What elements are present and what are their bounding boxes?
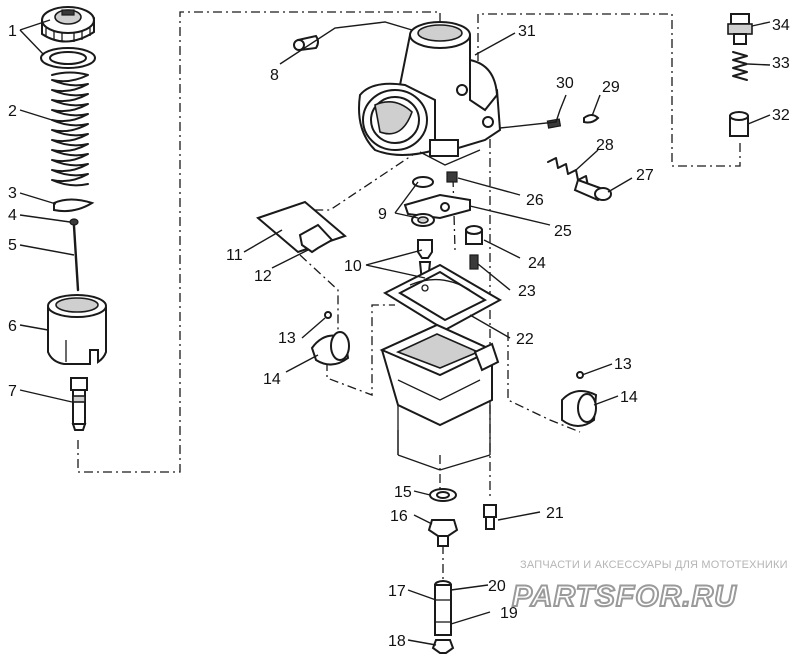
callout-27: 27 <box>636 167 654 184</box>
part-30-screw <box>546 118 562 129</box>
part-4-e-clip <box>69 218 79 226</box>
callout-30: 30 <box>556 75 574 92</box>
part-18-nut <box>431 639 455 654</box>
part-3-clip-plate <box>53 198 95 213</box>
callout-24: 24 <box>528 255 546 272</box>
part-28-spring <box>547 157 589 187</box>
callout-3: 3 <box>8 185 17 202</box>
part-2-spring <box>51 71 89 187</box>
part-33-spring <box>732 51 748 81</box>
callout-28: 28 <box>596 137 614 154</box>
callout-11: 11 <box>226 247 243 264</box>
part-1-cap <box>41 6 95 43</box>
part-14-cap-left <box>310 331 350 366</box>
callout-19: 19 <box>500 605 518 622</box>
part-26-washer <box>412 171 458 188</box>
callout-29: 29 <box>602 79 620 96</box>
callout-15: 15 <box>394 484 412 501</box>
part-29-screw <box>583 114 600 124</box>
callout-7: 7 <box>8 383 17 400</box>
callout-4: 4 <box>8 207 17 224</box>
callout-6: 6 <box>8 318 17 335</box>
callout-17: 17 <box>388 583 406 600</box>
part-32-sleeve <box>729 111 749 137</box>
watermark: ЗАПЧАСТИ И АКСЕССУАРЫ ДЛЯ МОТОТЕХНИКИ PA… <box>511 559 788 614</box>
callout-23: 23 <box>518 283 536 300</box>
callout-5: 5 <box>8 237 17 254</box>
callout-12: 12 <box>254 268 272 285</box>
callout-13-left: 13 <box>278 330 296 347</box>
part-24-jet <box>465 225 483 245</box>
callout-26: 26 <box>526 192 544 209</box>
callout-10: 10 <box>344 258 362 275</box>
callout-21: 21 <box>546 505 564 522</box>
part-9-washer <box>411 213 435 227</box>
part-15-washer <box>429 488 457 502</box>
callout-1: 1 <box>8 23 17 40</box>
part-23-jet <box>469 254 479 270</box>
callout-31: 31 <box>518 23 536 40</box>
part-6-throttle-valve <box>47 294 107 365</box>
part-13-screw-left <box>324 311 332 319</box>
callout-22: 22 <box>516 331 534 348</box>
callout-16: 16 <box>390 508 408 525</box>
part-16-main-jet <box>427 519 459 547</box>
callout-2: 2 <box>8 103 17 120</box>
leader-lines <box>19 19 771 646</box>
callout-8: 8 <box>270 67 279 84</box>
callout-14-right: 14 <box>620 389 638 406</box>
part-21-screw <box>483 504 497 530</box>
part-34-fitting <box>727 13 753 45</box>
callout-20: 20 <box>488 578 506 595</box>
callout-labels: 1 2 3 4 5 6 7 8 9 10 11 12 13 13 14 14 1… <box>8 17 790 650</box>
part-31-carb-body <box>358 21 502 166</box>
callout-18: 18 <box>388 633 406 650</box>
float-bowl <box>379 323 500 427</box>
part-22-float-gasket <box>382 263 503 332</box>
part-27-throttle-screw <box>573 178 612 202</box>
callout-33: 33 <box>772 55 790 72</box>
callout-13-right: 13 <box>614 356 632 373</box>
watermark-logo: PARTSFOR.RU <box>512 580 737 613</box>
part-25-float-arm <box>403 193 471 220</box>
watermark-caption: ЗАПЧАСТИ И АКСЕССУАРЫ ДЛЯ МОТОТЕХНИКИ <box>520 559 788 571</box>
part-1-gasket <box>40 47 96 69</box>
part-8-pilot-plug <box>293 34 319 52</box>
part-12-clip <box>298 223 334 254</box>
callout-34: 34 <box>772 17 790 34</box>
callout-9: 9 <box>378 206 387 223</box>
part-14-cap-right <box>561 390 598 427</box>
callout-32: 32 <box>772 107 790 124</box>
part-17-jet-holder <box>434 580 452 636</box>
callout-14-left: 14 <box>263 371 281 388</box>
part-7-needle-jet <box>70 377 88 431</box>
part-5-needle <box>72 224 80 292</box>
callout-25: 25 <box>554 223 572 240</box>
